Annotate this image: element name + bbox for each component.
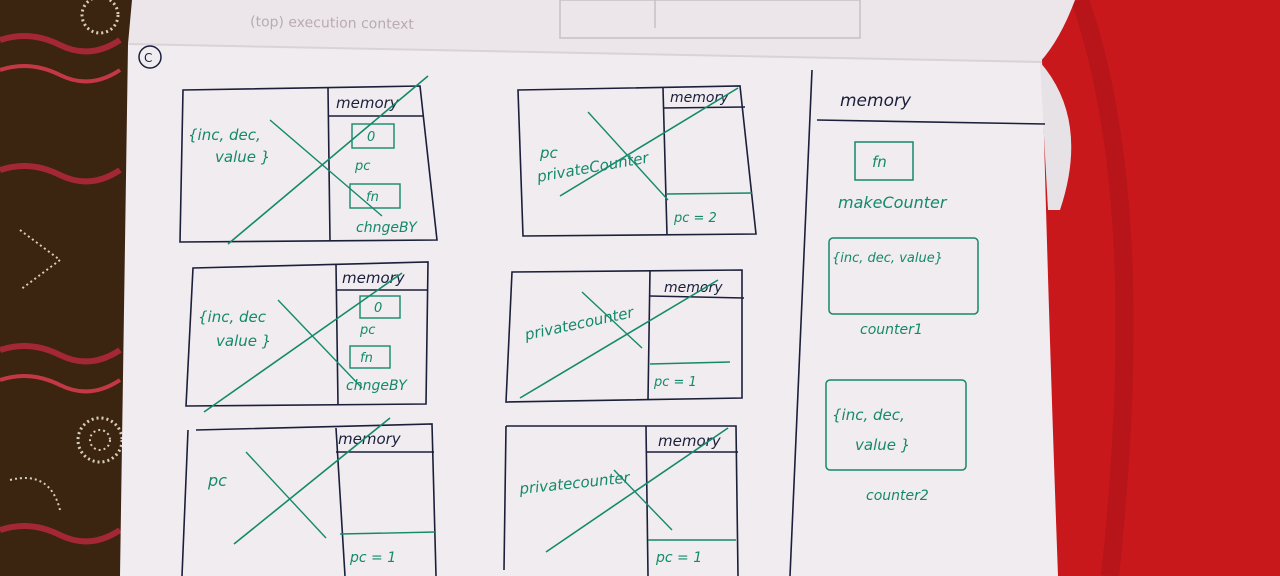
brown-cloth [0, 0, 132, 576]
cloth-fold [1071, 0, 1134, 576]
sketch-5-cross-a [233, 417, 391, 545]
sketch-2-left-line-1: pc [539, 144, 559, 162]
sketch-3-mem-item-2: pc [359, 323, 375, 338]
sketch-5: memory pc pc = 1 [181, 417, 437, 576]
right-panel-fn-label: makeCounter [838, 193, 948, 212]
sketch-1-frame [179, 85, 438, 243]
sketch-6-mem-divider [645, 425, 649, 576]
sketch-4-memory-label: memory [664, 280, 723, 296]
page-marker [138, 45, 162, 69]
sketch-1-cross-b [269, 119, 383, 217]
sketch-2-mem-item-1: pc = 2 [673, 211, 717, 226]
right-panel-obj2-box [825, 379, 967, 471]
sketch-2-cross-a [559, 87, 739, 197]
sketch-1-value-box [351, 123, 395, 149]
sketch-1-mem-item-3: fn [366, 190, 379, 205]
sketch-2-mem-underline [662, 106, 746, 109]
sketch-5-mem-item-1: pc = 1 [349, 550, 396, 566]
sketch-4-mem-underline [649, 295, 745, 299]
sketch-5-left-line-1: pc [207, 471, 227, 490]
brown-cloth-pattern [0, 0, 124, 545]
right-panel-obj1-text: {inc, dec, value} [832, 251, 943, 266]
sketch-3-mem-item-1: 0 [374, 301, 382, 316]
sketch-3-cross-b [277, 299, 363, 389]
sketch-1-mem-item-2: pc [354, 159, 370, 174]
sketch-3-mem-divider [335, 263, 339, 406]
sketch-5-frame [181, 423, 437, 576]
sketch-2-mem-divider [662, 87, 668, 236]
right-panel-obj2-line-1: {inc, dec, [832, 406, 905, 424]
sketch-3-left-line-2: value } [216, 332, 271, 350]
sketch-4-frame [505, 269, 743, 403]
right-panel-underline [816, 119, 1046, 125]
sketch-1-mem-item-4: chngeBY [356, 220, 418, 236]
sketch-2-cross-b [587, 111, 669, 201]
page-marker-letter: C [144, 51, 152, 65]
top-scribble: (top) execution context [250, 14, 415, 33]
sketch-3-fn-box [349, 345, 391, 369]
sketch-6-mem-item-1: pc = 1 [655, 550, 702, 566]
right-panel-obj2-line-2: value } [855, 436, 910, 454]
sketch-3: memory {inc, dec value } 0 pc fn chngeBY [185, 261, 429, 413]
sketch-6-memory-label: memory [658, 432, 722, 450]
notebook-page [120, 44, 1058, 576]
right-panel-title: memory [840, 91, 912, 111]
sketch-2-mem-rule [666, 192, 753, 195]
sketch-4-cross-b [581, 291, 643, 349]
previous-page [128, 0, 1075, 62]
sketch-1-left-line-2: value } [215, 148, 270, 166]
sketch-1-mem-item-1: 0 [367, 130, 375, 145]
right-memory-panel: memory fn makeCounter {inc, dec, value} … [825, 91, 979, 504]
sketch-4-mem-rule [649, 361, 731, 365]
sketch-5-mem-rule [339, 531, 437, 535]
sketch-3-value-box [359, 295, 401, 319]
sketch-1-mem-divider [327, 87, 331, 242]
sketch-1-fn-box [349, 183, 401, 209]
sketch-3-mem-item-3: fn [360, 351, 373, 366]
sketch-2-frame [517, 85, 757, 237]
right-panel-divider [789, 69, 813, 576]
sketch-3-frame [185, 261, 429, 407]
sketch-3-mem-item-4: chngeBY [346, 378, 408, 394]
faint-box [559, 0, 861, 39]
right-panel-obj1-label: counter1 [860, 322, 923, 338]
sketch-1: memory {inc, dec, value } 0 pc fn chngeB… [179, 75, 438, 245]
sketch-6-cross-b [613, 469, 673, 531]
sketch-4-mem-item-1: pc = 1 [653, 375, 697, 390]
sketch-5-cross-b [245, 451, 327, 539]
page-curl [1040, 62, 1072, 210]
sketch-3-left-line-1: {inc, dec [198, 308, 267, 326]
sketch-4-mem-divider [647, 269, 651, 401]
right-panel-fn-box [854, 141, 914, 181]
sketch-6-frame [503, 425, 739, 576]
sketch-1-left-line-1: {inc, dec, [188, 126, 261, 144]
right-panel-fn-text: fn [872, 153, 887, 171]
sketch-6-cross-a [545, 427, 729, 553]
page-edge [127, 43, 1043, 63]
sketch-1-cross-a [227, 75, 429, 245]
sketch-5-memory-label: memory [338, 430, 402, 448]
right-panel-obj1-box [828, 237, 979, 315]
sketch-1-memory-label: memory [336, 94, 400, 112]
right-panel-obj2-label: counter2 [866, 488, 929, 504]
sketch-4-cross-a [519, 279, 719, 399]
